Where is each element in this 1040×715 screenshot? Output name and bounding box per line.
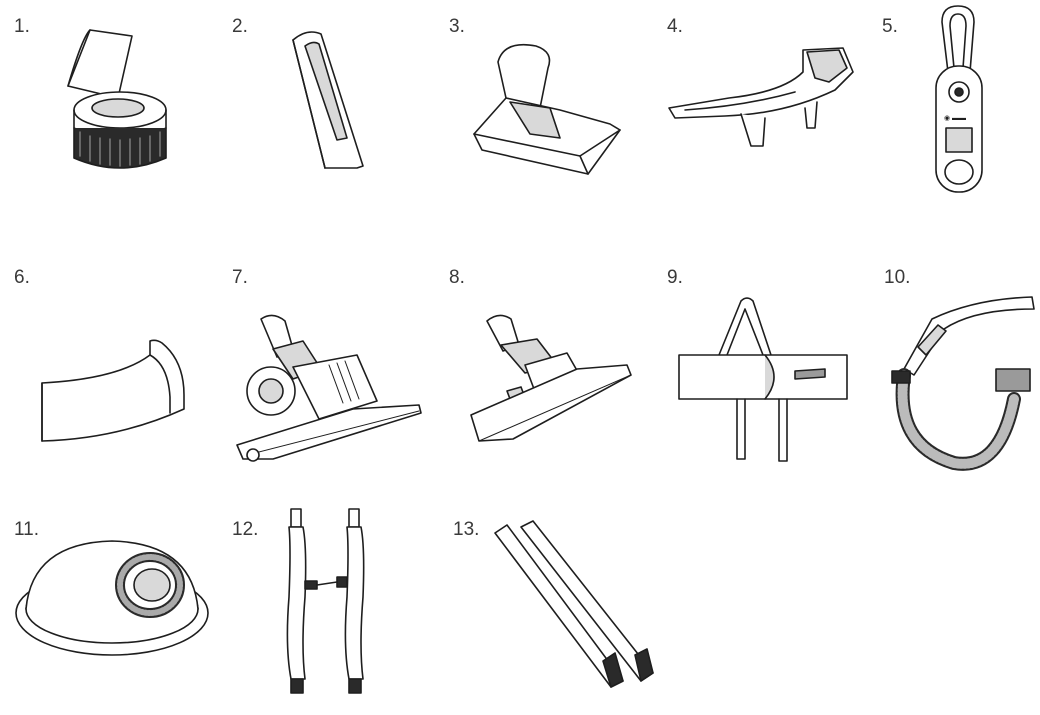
part-item-3: 3. [435, 0, 645, 200]
part-item-1: 1. [0, 0, 210, 200]
part-item-13: 13. [435, 505, 675, 705]
part-number: 8. [449, 267, 465, 288]
part-number: 3. [449, 16, 465, 37]
part-item-8: 8. [435, 255, 645, 485]
floor-tool-icon [236, 314, 422, 462]
part-item-5: 5. ◉ ▬▬ [870, 0, 1040, 200]
part-item-11: 11. [0, 505, 215, 705]
part-number: 10. [884, 267, 911, 288]
part-number: 6. [14, 267, 30, 288]
part-number: 5. [882, 16, 898, 37]
part-number: 4. [667, 16, 683, 37]
part-item-6: 6. [0, 255, 210, 455]
tool-holder-bracket-icon [668, 47, 854, 147]
part-number: 1. [14, 16, 30, 37]
part-number: 7. [232, 267, 248, 288]
part-item-12: 12. [215, 505, 435, 715]
part-number: 9. [667, 267, 683, 288]
hose-with-handle-icon [891, 296, 1035, 471]
part-item-9: 9. [655, 255, 865, 495]
part-item-2: 2. [215, 0, 425, 200]
upholstery-tool-icon [473, 43, 621, 175]
curved-pad-icon [41, 339, 185, 442]
extension-wands-icon [494, 520, 654, 688]
carabiner-clip-icon: ◉ ▬▬ [935, 5, 983, 193]
part-number: 13. [453, 519, 480, 540]
part-item-4: 4. [655, 0, 865, 200]
crevice-tool-icon [292, 31, 364, 169]
svg-text:◉ ▬▬: ◉ ▬▬ [944, 115, 966, 122]
part-number: 11. [14, 519, 40, 540]
part-item-10: 10. [870, 255, 1040, 495]
harness-frame-icon [678, 297, 848, 462]
round-dusting-brush-icon [67, 29, 167, 169]
combination-floor-tool-icon [470, 314, 632, 442]
part-number: 12. [232, 519, 259, 540]
part-item-7: 7. [215, 255, 430, 485]
part-number: 2. [232, 16, 248, 37]
shoulder-straps-icon [286, 508, 365, 694]
dome-cover-icon [15, 540, 209, 656]
